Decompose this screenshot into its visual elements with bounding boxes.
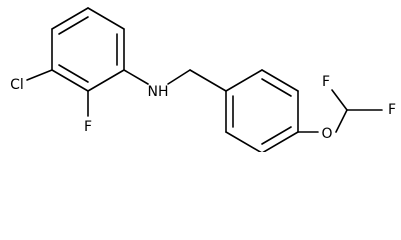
bond-ring-to-cl [26, 69, 53, 81]
right-benzene-ring [225, 69, 299, 152]
atom-label-o: O [321, 126, 332, 142]
bond [87, 7, 125, 30]
atom-cl: Cl [10, 77, 24, 93]
bond [225, 131, 262, 152]
atom-nh: NH [148, 84, 169, 100]
bond [261, 69, 299, 92]
bond-ring-to-nh [123, 69, 149, 85]
atom-label-nh: NH [148, 84, 169, 100]
bond-ch2-to-ring [189, 69, 227, 92]
atom-o: O [321, 126, 332, 142]
chemical-structure-diagram: Cl F NH O F F [10, 7, 396, 152]
double-bond-inner [261, 78, 292, 97]
bond-o-to-chf2 [335, 109, 348, 133]
bond-chf2-to-f-top [331, 89, 348, 111]
bond [51, 7, 89, 30]
atom-f-right: F [388, 102, 396, 118]
bond [87, 69, 125, 92]
double-bond-inner [58, 64, 89, 83]
double-bond-inner [58, 16, 89, 35]
bond [51, 69, 89, 92]
bond [262, 131, 299, 152]
bond [225, 69, 263, 92]
atom-f-ring: F [84, 119, 92, 135]
atom-label-cl: Cl [10, 77, 24, 93]
atom-f-top: F [322, 74, 330, 90]
bond-nh-to-ch2 [167, 69, 191, 85]
atom-label-f-right: F [388, 102, 396, 118]
atom-label-f-ring: F [84, 119, 92, 135]
atom-label-f-top: F [322, 74, 330, 90]
left-benzene-ring [51, 7, 125, 92]
double-bond-inner [261, 126, 292, 145]
